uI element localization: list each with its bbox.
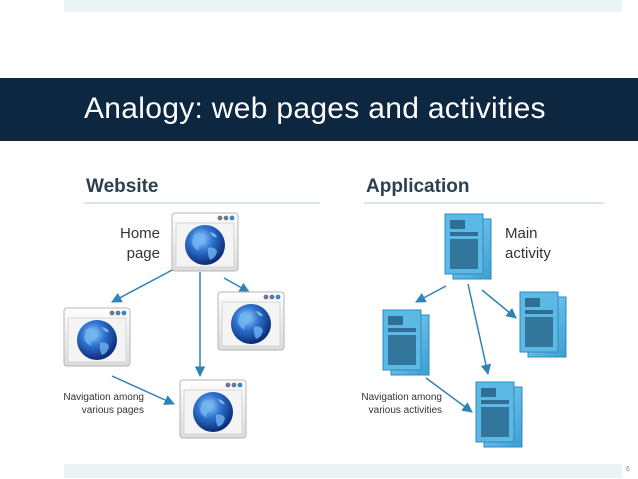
home-page-window bbox=[171, 212, 239, 272]
activity-screen-left bbox=[382, 309, 430, 376]
main-activity-label: Main activity bbox=[505, 224, 575, 264]
home-page-label: Home page bbox=[100, 224, 160, 264]
application-navigation-note-line-1: Navigation among bbox=[361, 392, 442, 403]
arrow-application-navigation bbox=[425, 377, 473, 413]
arrow-main-to-bottom bbox=[467, 283, 492, 376]
application-heading: Application bbox=[366, 176, 470, 197]
website-navigation-note-line-2: various pages bbox=[81, 405, 144, 416]
arrow-home-to-right bbox=[223, 277, 250, 293]
main-activity-label-line-2: activity bbox=[505, 245, 551, 262]
application-heading-rule bbox=[364, 202, 604, 204]
home-page-label-line-1: Home bbox=[119, 225, 160, 242]
arrow-home-to-left bbox=[111, 267, 177, 303]
page-number: 6 bbox=[626, 466, 630, 473]
title-banner bbox=[0, 78, 638, 141]
application-navigation-note: Navigation among various activities bbox=[336, 391, 442, 417]
page-window-right bbox=[217, 291, 285, 351]
website-heading: Website bbox=[86, 176, 159, 197]
arrow-website-navigation bbox=[111, 375, 175, 405]
website-heading-rule bbox=[84, 202, 320, 204]
top-decor-strip bbox=[64, 0, 622, 12]
activity-screen-right bbox=[519, 291, 567, 358]
bottom-decor-strip bbox=[64, 464, 622, 478]
website-navigation-note: Navigation among various pages bbox=[40, 391, 144, 417]
main-activity-label-line-1: Main bbox=[505, 225, 538, 242]
arrow-main-to-left bbox=[415, 285, 447, 303]
home-page-label-line-2: page bbox=[126, 245, 160, 262]
page-window-bottom bbox=[179, 379, 247, 439]
application-navigation-note-line-2: various activities bbox=[368, 405, 442, 416]
arrow-main-to-right bbox=[481, 289, 517, 319]
website-navigation-note-line-1: Navigation among bbox=[63, 392, 144, 403]
slide-title: Analogy: web pages and activities bbox=[84, 92, 546, 125]
main-activity-screen bbox=[444, 213, 492, 280]
page-window-left bbox=[63, 307, 131, 367]
activity-screen-bottom bbox=[475, 381, 523, 448]
